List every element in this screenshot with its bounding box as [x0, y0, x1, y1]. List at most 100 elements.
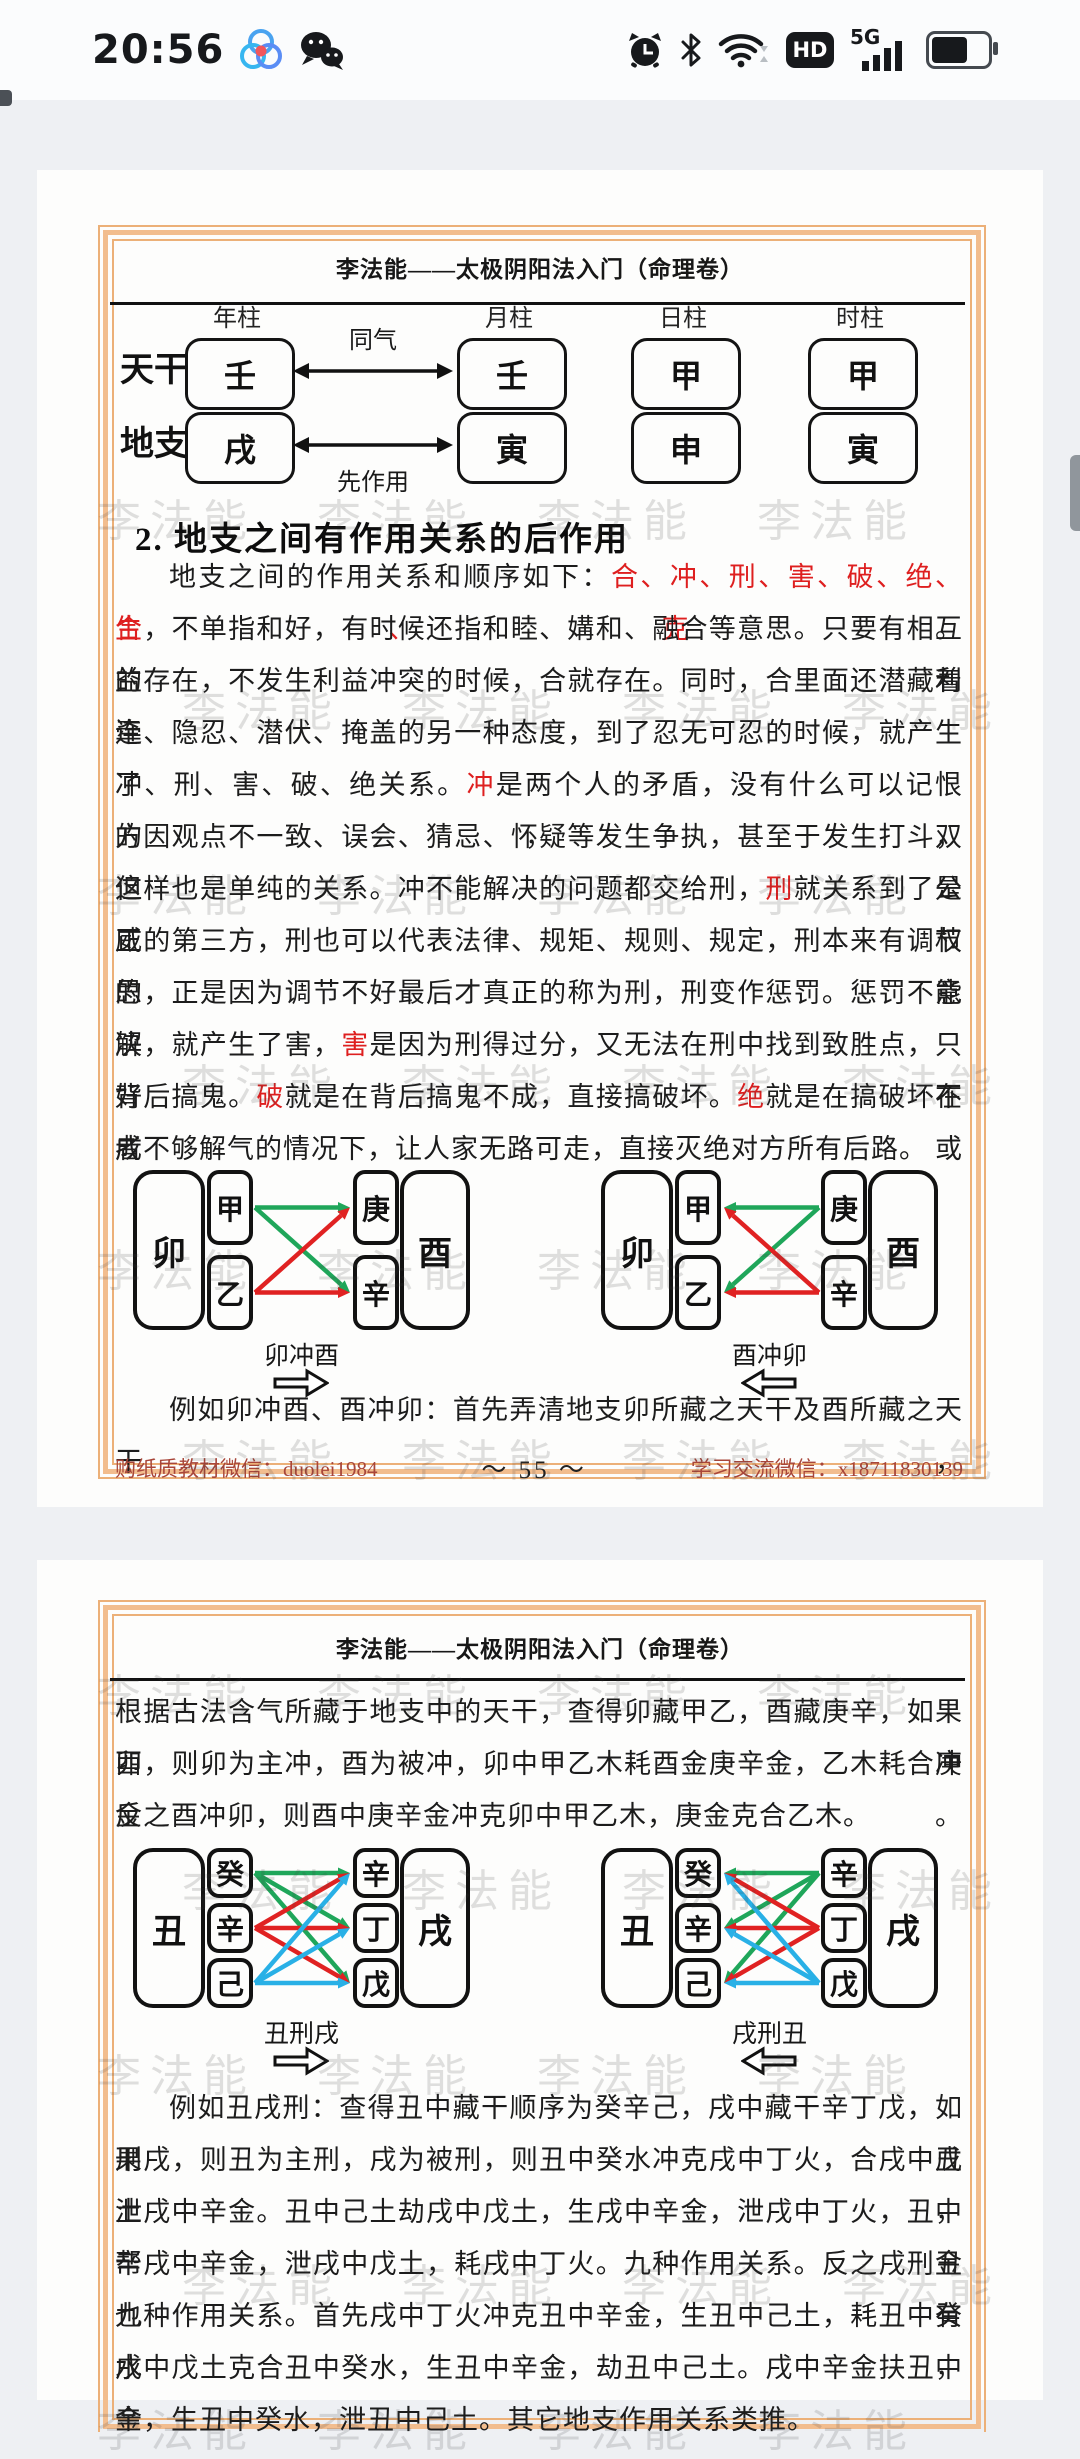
hidden-stem-box-right: 庚 — [821, 1170, 867, 1245]
stems-row-label: 天干 — [120, 352, 188, 389]
gallery-app-icon — [240, 29, 283, 69]
battery-icon — [926, 31, 998, 69]
text-line: 方因观点不一致、误会、猜忌、怀疑等发生争执，甚至于发生打斗，但是 — [115, 811, 963, 904]
hidden-stem-box-right: 丁 — [821, 1903, 867, 1953]
branch-box-year: 戌 — [185, 412, 295, 484]
text-line: 决，就产生了害，害是因为刑得过分，又无法在刑中找到致胜点，只好在 — [115, 1019, 963, 1112]
body-text: 泄戌中辛金。丑中己土劫戌中戊土，生戌中辛金，泄戌中丁火，丑中辛金 — [115, 2197, 963, 2279]
body-text: 金，生丑中癸水，泄丑中己土。其它地支作用关系类推。 — [115, 2405, 815, 2435]
scrollbar-thumb[interactable] — [1070, 455, 1080, 531]
highlighted-red-text: 合、冲、刑、害、破、绝、生、克 — [115, 562, 964, 644]
text-line: 连、隐忍、潜伏、掩盖的另一种态度，到了忍无可忍的时候，就产生了 — [115, 707, 963, 800]
highlighted-red-text: 破 — [256, 1082, 285, 1112]
hidden-stem-box-right: 丁 — [353, 1903, 399, 1953]
text-line: 冲、刑、害、破、绝关系。冲是两个人的矛盾，没有什么可以记恨的，双 — [115, 759, 963, 852]
status-time: 20:56 — [92, 27, 225, 73]
body-paragraph: 地支之间的作用关系和顺序如下：合、冲、刑、害、破、绝、生、克。合，不单指和好，有… — [115, 551, 963, 1175]
text-line: 刑戌，则丑为主刑，戌为被刑，则丑中癸水冲克戌中丁火，合戌中戊土， — [115, 2134, 963, 2227]
text-line: 戌中戊土克合丑中癸水，生丑中辛金，劫丑中己土。戌中辛金扶丑中辛 — [115, 2342, 963, 2435]
stems-arrow-label: 同气 — [349, 328, 397, 354]
body-paragraph: 例如丑戌刑：查得丑中藏干顺序为癸辛己，戌中藏干辛丁戊，如果丑刑戌，则丑为主刑，戌… — [115, 2082, 963, 2446]
branch-big-box-right: 戌 — [400, 1848, 470, 2008]
battery-fill — [932, 37, 967, 63]
diagram-caption: 卯冲酉 — [263, 1343, 339, 1370]
hidden-stem-box-right: 庚 — [353, 1170, 399, 1245]
body-text: 就关系到了公正权 — [115, 874, 964, 956]
highlighted-red-text: 害 — [341, 1030, 370, 1060]
text-line: 泄戌中辛金。丑中己土劫戌中戊土，生戌中辛金，泄戌中丁火，丑中辛金 — [115, 2186, 963, 2279]
body-text: 酉，则卯为主冲，酉为被冲，卯中甲乙木耗酉金庚辛金，乙木耗合庚金。 — [115, 1749, 963, 1831]
you-chong-mao-diagram: 卯酉甲乙庚辛酉冲卯 — [601, 1170, 938, 1402]
hollow-left-arrow-icon — [741, 2046, 797, 2076]
body-text: 背后搞鬼。 — [115, 1082, 257, 1112]
hd-badge: HD — [786, 32, 834, 68]
hidden-stem-box-right: 辛 — [353, 1848, 399, 1898]
text-line: 金，生丑中癸水，泄丑中己土。其它地支作用关系类推。 — [115, 2394, 963, 2446]
wechat-icon — [301, 32, 344, 70]
year-pillar-label: 年柱 — [213, 306, 261, 332]
branch-big-box-right: 戌 — [868, 1848, 938, 2008]
hidden-stem-box-left: 己 — [675, 1958, 721, 2008]
hidden-stem-box-left: 辛 — [207, 1903, 253, 1953]
hollow-left-arrow-icon — [741, 1368, 797, 1398]
hidden-stem-box-right: 辛 — [353, 1255, 399, 1330]
text-line: 益存在，不发生利益冲突的时候，合就存在。同时，合里面还潜藏着牵 — [115, 655, 963, 748]
body-text: 就是在搞破坏不成或 — [115, 1082, 964, 1164]
hidden-stem-box-left: 己 — [207, 1958, 253, 2008]
body-text: 这样也是单纯的关系。冲不能解决的问题都交给刑， — [115, 874, 766, 904]
example-line: 例如卯冲酉、酉冲卯：首先弄清地支卯所藏之天干及酉所藏之天干， — [115, 1384, 963, 1477]
branches-row-label: 地支 — [120, 426, 188, 463]
branch-big-box-left: 卯 — [601, 1170, 673, 1330]
alarm-icon — [629, 33, 661, 68]
interaction-arrows — [724, 1867, 821, 1989]
body-text: ，不单指和好，有时候还指和睦、媾和、融合等意思。只要有相互的利 — [115, 614, 964, 696]
hour-pillar-label: 时柱 — [836, 306, 884, 332]
stems-double-arrow — [293, 363, 453, 379]
body-paragraph: 根据古法含气所藏于地支中的天干，查得卯藏甲乙，酉藏庚辛，如果卯冲酉，则卯为主冲，… — [115, 1686, 963, 1842]
footer-study-wechat: 学习交流微信：x18711830139 — [690, 1457, 963, 1481]
day-pillar-label: 日柱 — [659, 306, 707, 332]
text-line: 思，正是因为调节不好最后才真正的称为刑，刑变作惩罚。惩罚不能解 — [115, 967, 963, 1060]
body-text: 根据古法含气所藏于地支中的天干，查得卯藏甲乙，酉藏庚辛，如果卯冲 — [115, 1697, 963, 1779]
body-text: 。 — [935, 614, 963, 644]
branches-arrow-label: 先作用 — [337, 470, 409, 496]
book-page-55: 李法能——太极阴阳法入门（命理卷） 年柱 月柱 日柱 时柱 天干 地支 壬 壬 … — [37, 170, 1043, 1507]
text-line: 九种作用关系。首先戌中丁火冲克丑中辛金，生丑中己土，耗丑中癸水， — [115, 2290, 963, 2383]
branch-big-box-left: 丑 — [601, 1848, 673, 2008]
header-rule — [110, 1678, 965, 1681]
text-line: 背后搞鬼。破就是在背后搞鬼不成，直接搞破坏。绝就是在搞破坏不成或 — [115, 1071, 963, 1164]
body-text: 帮戌中辛金，泄戌中戊土，耗戌中丁火。九种作用关系。反之戌刑丑也有 — [115, 2249, 963, 2331]
bluetooth-icon — [681, 33, 701, 67]
highlighted-red-text: 合 — [115, 614, 144, 644]
text-line: 威的第三方，刑也可以代表法律、规矩、规则、规定，刑本来有调节的意 — [115, 915, 963, 1008]
stem-box-day: 甲 — [631, 338, 741, 410]
text-line: 酉，则卯为主冲，酉为被冲，卯中甲乙木耗酉金庚辛金，乙木耗合庚金。 — [115, 1738, 963, 1831]
network-type-label: 5G — [850, 25, 881, 49]
text-line: 这样也是单纯的关系。冲不能解决的问题都交给刑，刑就关系到了公正权 — [115, 863, 963, 956]
text-line: 地支之间的作用关系和顺序如下：合、冲、刑、害、破、绝、生、克。 — [115, 551, 963, 644]
branch-box-month: 寅 — [457, 412, 567, 484]
header-rule — [110, 302, 965, 305]
hollow-right-arrow-icon — [273, 1368, 329, 1398]
branch-big-box-left: 卯 — [133, 1170, 205, 1330]
text-line: 例如丑戌刑：查得丑中藏干顺序为癸辛己，戌中藏干辛丁戊，如果丑 — [115, 2082, 963, 2175]
body-text: 戌中戊土克合丑中癸水，生丑中辛金，劫丑中己土。戌中辛金扶丑中辛 — [115, 2353, 963, 2435]
interaction-arrows — [253, 1202, 350, 1298]
text-line: 根据古法含气所藏于地支中的天干，查得卯藏甲乙，酉藏庚辛，如果卯冲 — [115, 1686, 963, 1779]
text-line: 例如卯冲酉、酉冲卯：首先弄清地支卯所藏之天干及酉所藏之天干， — [115, 1384, 963, 1477]
book-page-56: 李法能——太极阴阳法入门（命理卷） 根据古法含气所藏于地支中的天干，查得卯藏甲乙… — [37, 1560, 1043, 2456]
hidden-stem-box-right: 辛 — [821, 1848, 867, 1898]
stem-box-month: 壬 — [457, 338, 567, 410]
branch-box-hour: 寅 — [808, 412, 918, 484]
footer-buy-wechat: 购纸质教材微信：duolei1984 — [115, 1457, 378, 1481]
signal-bars-icon — [862, 41, 902, 71]
branch-box-day: 申 — [631, 412, 741, 484]
hidden-stem-box-left: 癸 — [675, 1848, 721, 1898]
status-bar-left: 20:56 — [92, 27, 346, 73]
body-text: 九种作用关系。首先戌中丁火冲克丑中辛金，生丑中己土，耗丑中癸水， — [115, 2301, 963, 2383]
diagram-caption: 酉冲卯 — [731, 1343, 807, 1370]
highlighted-red-text: 绝 — [737, 1082, 766, 1112]
body-text: 反之酉冲卯，则酉中庚辛金冲克卯中甲乙木，庚金克合乙木。 — [115, 1801, 871, 1831]
page-number: ～ 55 ～ — [481, 1457, 587, 1484]
